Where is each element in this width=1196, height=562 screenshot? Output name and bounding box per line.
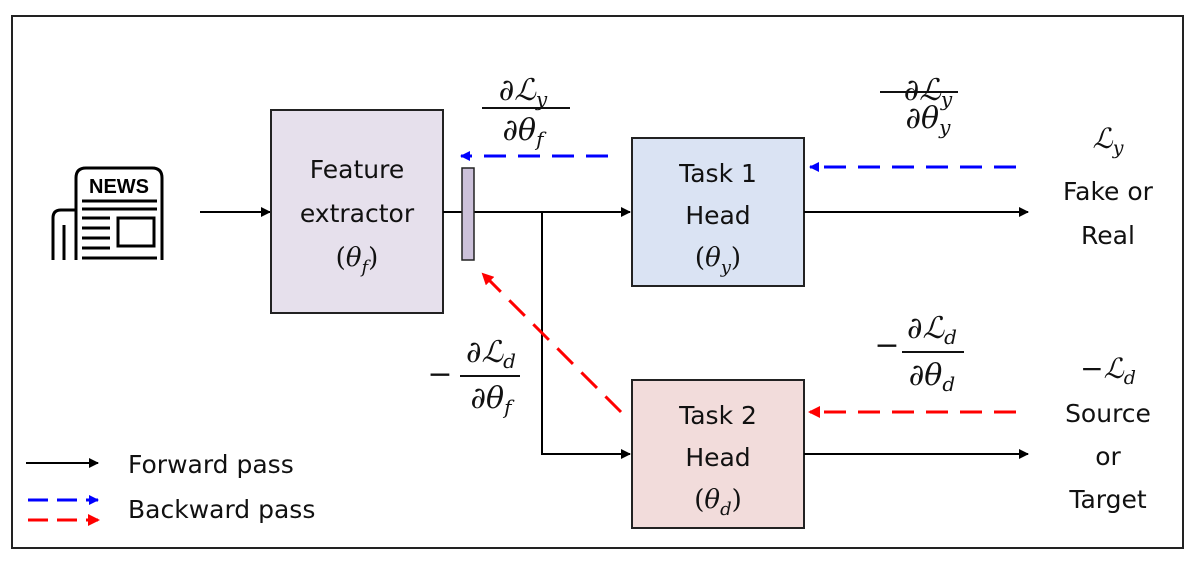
svg-text:−: −: [427, 357, 452, 392]
grad-task2-head-label: − ∂ℒd ∂θd: [874, 311, 964, 396]
svg-text:∂θf: ∂θf: [471, 381, 516, 419]
task1-head-box[interactable]: [631, 137, 805, 287]
feature-extractor-label-line2: extractor: [300, 199, 415, 228]
svg-text:∂ℒd: ∂ℒd: [466, 335, 516, 373]
newspaper-icon-text: NEWS: [89, 176, 149, 198]
svg-text:∂θd: ∂θd: [909, 358, 955, 396]
legend: Forward pass Backward pass: [26, 450, 315, 526]
task2-label-line2: Head: [685, 443, 750, 472]
task1-param: (θy): [695, 243, 741, 278]
grad-task2-feature-label: − ∂ℒd ∂θf: [427, 335, 520, 419]
output1-label-line2: Real: [1081, 221, 1135, 250]
output1-loss: ℒy: [1093, 122, 1124, 159]
svg-text:∂θf: ∂θf: [503, 113, 548, 151]
legend-backward-label: Backward pass: [128, 495, 315, 524]
feature-extractor-param: (θf): [336, 243, 379, 278]
task1-label-line2: Head: [685, 201, 750, 230]
legend-forward-label: Forward pass: [128, 450, 294, 479]
svg-text:∂θy: ∂θy: [906, 101, 952, 139]
task2-param: (θd): [694, 485, 742, 520]
output2-label-line2: or: [1095, 442, 1121, 471]
svg-text:∂ℒy: ∂ℒy: [499, 73, 548, 111]
task1-label-line1: Task 1: [678, 159, 757, 188]
output2-label-line3: Target: [1068, 485, 1147, 514]
svg-text:∂ℒd: ∂ℒd: [907, 311, 957, 349]
svg-text:−: −: [874, 328, 899, 363]
task2-head-box[interactable]: [631, 379, 805, 529]
output2-loss: −ℒd: [1080, 352, 1136, 389]
feature-extractor-label-line1: Feature: [310, 155, 404, 184]
newspaper-icon: NEWS: [51, 166, 164, 260]
output1-label-line1: Fake or: [1063, 177, 1154, 206]
output2-label-line1: Source: [1065, 399, 1151, 428]
grad-task1-feature-label: ∂ℒy ∂θf: [482, 73, 570, 151]
branch-to-task2: [541, 212, 631, 459]
task2-label-line1: Task 2: [678, 401, 757, 430]
grad-task1-head-label: ∂ℒy ∂θy: [880, 73, 958, 139]
outer-frame: [11, 15, 1184, 549]
gradient-reversal-layer[interactable]: [461, 167, 475, 261]
